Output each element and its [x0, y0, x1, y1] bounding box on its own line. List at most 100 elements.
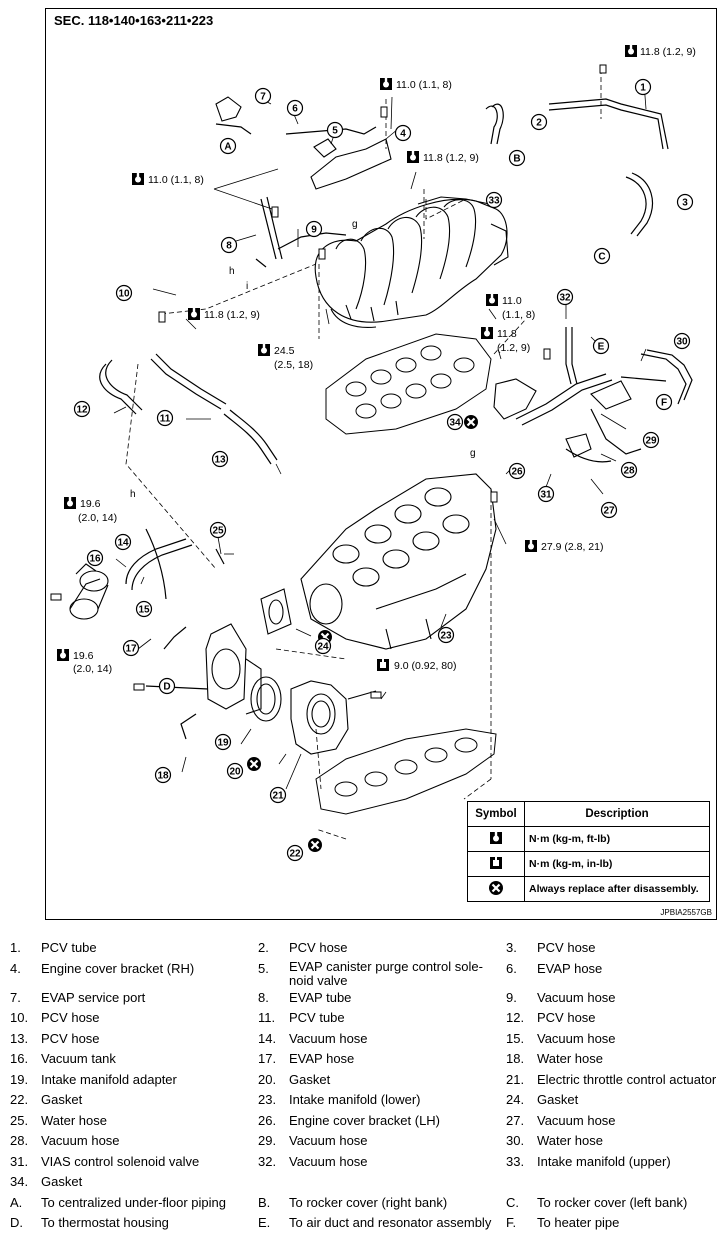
- gasket-upper: [325, 333, 492, 435]
- legend-text: Intake manifold (upper): [537, 1153, 671, 1169]
- legend-item: 25.Water hose: [10, 1111, 258, 1132]
- callout-label: 13: [214, 455, 226, 466]
- legend-number: F.: [506, 1215, 517, 1230]
- callout-24: 24: [314, 637, 332, 655]
- intake-manifold-lower: [300, 473, 497, 650]
- callout-29: 29: [642, 431, 660, 449]
- torque-label: 27.9 (2.8, 21): [541, 541, 603, 553]
- legend-number: 24.: [506, 1092, 525, 1107]
- legend-number: 26.: [258, 1112, 277, 1128]
- legend-number: 3.: [506, 940, 517, 955]
- legend-text: Water hose: [41, 1112, 107, 1128]
- legend-number: 16.: [10, 1051, 29, 1066]
- callout-15: 15: [135, 600, 153, 618]
- callout-10: 10: [115, 284, 133, 302]
- legend-number: 33.: [506, 1153, 525, 1169]
- dashed-leaders: [125, 69, 602, 840]
- legend-number: 17.: [258, 1051, 277, 1066]
- callout-26: 26: [508, 462, 526, 480]
- callout-label: 27: [603, 506, 615, 517]
- legend-text: PCV hose: [41, 1030, 100, 1046]
- throttle-assembly: [205, 588, 377, 755]
- callout-label: 25: [212, 526, 224, 537]
- legend-item: E.To air duct and resonator assembly: [258, 1213, 506, 1234]
- symbol-header: Symbol: [467, 801, 525, 827]
- legend-item: 9.Vacuum hose: [506, 988, 722, 1009]
- legend-number: [506, 1172, 537, 1193]
- legend-item: 18.Water hose: [506, 1049, 722, 1070]
- legend-item: 31.VIAS control solenoid valve: [10, 1152, 258, 1173]
- legend-item: [258, 1172, 506, 1193]
- callout-label: 23: [440, 631, 452, 642]
- legend-text: Engine cover bracket (RH): [41, 960, 195, 976]
- torque-label: 24.5: [274, 345, 295, 357]
- legend-text: Vacuum hose: [41, 1133, 120, 1148]
- legend-text: PCV tube: [41, 940, 97, 955]
- legend-number: [258, 1172, 289, 1193]
- torque-label: 11.8: [497, 328, 517, 340]
- torque-inlb-icon: [377, 659, 389, 671]
- callout-label: 18: [157, 771, 169, 782]
- legend-text: Vacuum tank: [41, 1051, 116, 1066]
- legend-item: 27.Vacuum hose: [506, 1111, 722, 1132]
- legend-text: Electric throttle control actuator: [537, 1071, 717, 1087]
- legend-number: 14.: [258, 1030, 277, 1046]
- callout-label: F: [661, 398, 667, 409]
- legend-item: 6.EVAP hose: [506, 959, 722, 988]
- legend-item: C.To rocker cover (left bank): [506, 1193, 722, 1214]
- torque-ftlb-icon: [625, 45, 637, 57]
- callout-19: 19: [214, 733, 232, 751]
- callout-label: 9: [311, 225, 317, 236]
- callout-label: E: [598, 342, 605, 353]
- small-labels: h i g h g: [130, 219, 476, 500]
- torque-label: 11.0: [502, 295, 522, 307]
- torque-label: 9.0 (0.92, 80): [394, 660, 456, 672]
- torque-ftlb-icon: [525, 540, 537, 552]
- replace-icon: [462, 413, 480, 431]
- legend-number: 12.: [506, 1010, 525, 1025]
- torque-label: (2.0, 14): [73, 663, 112, 675]
- replace-icon: [489, 880, 503, 895]
- callout-D: D: [158, 677, 176, 695]
- callout-B: B: [508, 149, 526, 167]
- callout-22: 22: [286, 844, 304, 862]
- legend-number: 23.: [258, 1092, 277, 1107]
- legend-row: 34.Gasket: [10, 1172, 722, 1193]
- callout-21: 21: [269, 786, 287, 804]
- legend-number: 30.: [506, 1133, 525, 1148]
- callout-label: 1: [640, 83, 646, 94]
- legend-text: To thermostat housing: [41, 1215, 169, 1230]
- callout-label: 22: [289, 849, 301, 860]
- callout-label: 33: [488, 196, 500, 207]
- legend-text: [537, 1172, 722, 1193]
- legend-item: 28.Vacuum hose: [10, 1131, 258, 1152]
- callout-label: 26: [511, 467, 523, 478]
- legend-number: 8.: [258, 989, 269, 1005]
- legend-item: 13.PCV hose: [10, 1029, 258, 1050]
- legend-item: A. To centralized under-floor piping: [10, 1193, 258, 1214]
- callout-30: 30: [673, 332, 691, 350]
- legend-text: To heater pipe: [537, 1215, 620, 1230]
- legend-item: 33. Intake manifold (upper): [506, 1152, 722, 1173]
- legend-text: Intake manifold (lower): [289, 1092, 421, 1107]
- torque-label: (1.2, 9): [497, 342, 530, 354]
- legend-number: A.: [10, 1194, 23, 1210]
- callout-label: 32: [559, 293, 571, 304]
- legend-text: Gasket: [41, 1092, 83, 1107]
- torque-label: (2.0, 14): [78, 512, 117, 524]
- callout-18: 18: [154, 766, 172, 784]
- legend-text: [289, 1172, 506, 1193]
- legend-text: To centralized under-floor piping: [41, 1194, 226, 1210]
- legend-number: 18.: [506, 1051, 525, 1066]
- legend-item: 16. Vacuum tank: [10, 1049, 258, 1070]
- callout-label: 21: [272, 791, 284, 802]
- legend-item: 17.EVAP hose: [258, 1049, 506, 1070]
- callout-8: 8: [220, 236, 238, 254]
- callout-C: C: [593, 247, 611, 265]
- legend-text: EVAP service port: [41, 989, 146, 1005]
